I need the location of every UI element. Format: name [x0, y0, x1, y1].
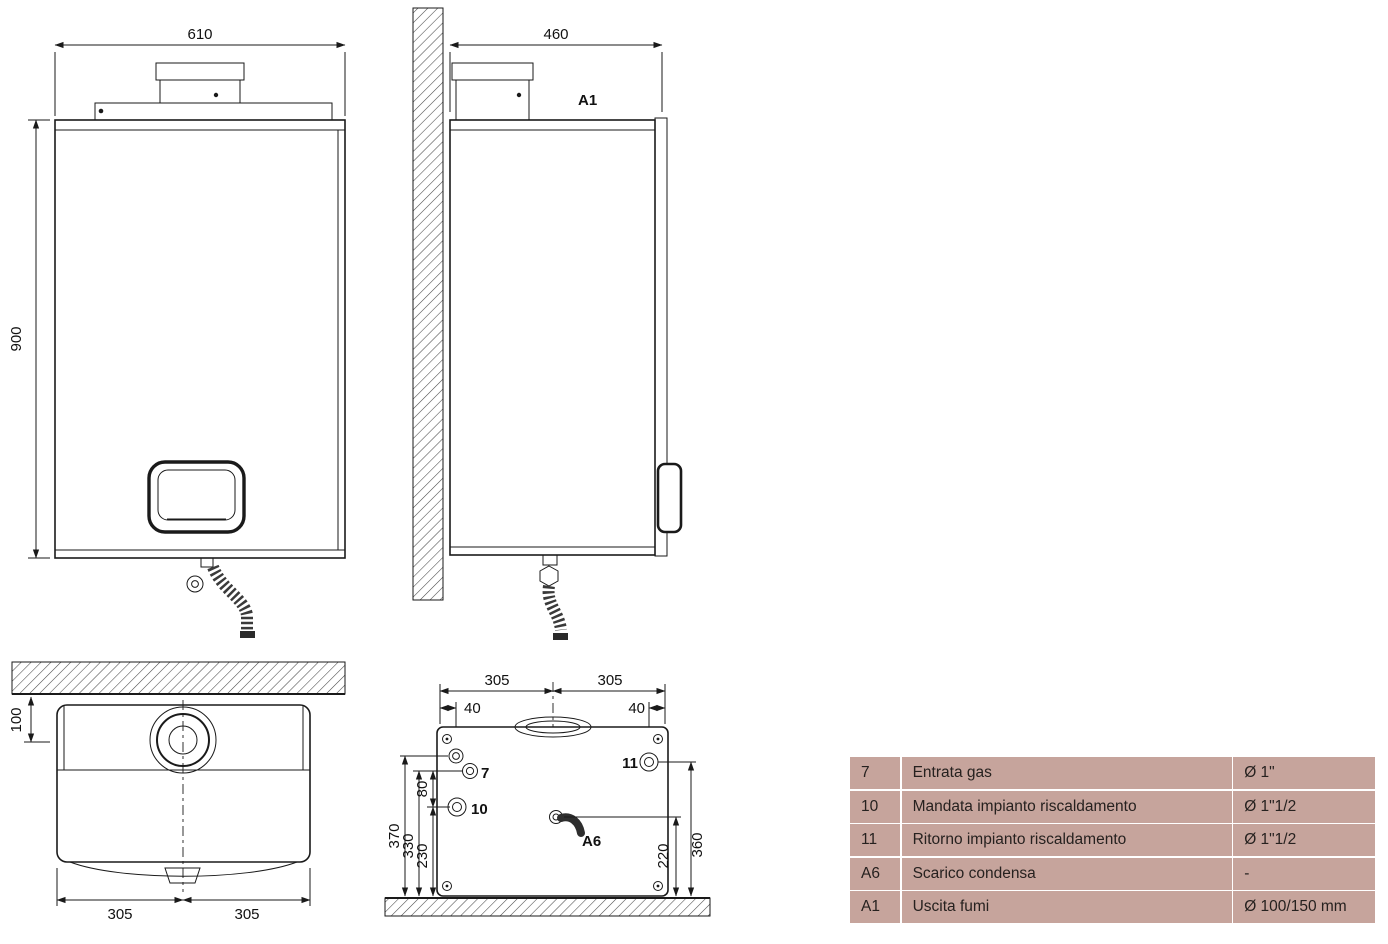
table-code: A6 — [850, 857, 900, 890]
table-code: A1 — [850, 891, 900, 924]
floor-band — [384, 897, 711, 917]
return-connection-label: 11 — [622, 755, 638, 772]
conn-305-left-label: 305 — [484, 672, 509, 689]
conn-left-dimensions: 370 330 80 230 — [386, 755, 462, 897]
hose-end-front — [240, 631, 255, 638]
wall-section — [412, 7, 444, 601]
bottom-view: 100 305 305 — [8, 661, 346, 923]
gas-connection — [448, 748, 478, 779]
control-display-side — [656, 462, 683, 534]
table-code: 11 — [850, 824, 900, 857]
control-display — [147, 460, 246, 534]
dim-230-label: 230 — [414, 843, 431, 868]
wall-clearance-dimension: 100 — [8, 696, 50, 743]
conn-right-dimensions: 220 360 — [564, 761, 706, 897]
connections-table: 7 Entrata gas Ø 1" 10 Mandata impianto r… — [850, 757, 1376, 924]
conn-40-right-label: 40 — [628, 700, 645, 717]
front-width-label: 610 — [187, 26, 212, 43]
table-code: 10 — [850, 790, 900, 823]
bottom-right-305-label: 305 — [234, 906, 259, 923]
hose-end-side — [553, 633, 568, 640]
dim-220-label: 220 — [655, 843, 672, 868]
flue-outlet-label: A1 — [578, 92, 597, 109]
bottom-drain-outlet — [164, 867, 201, 884]
side-depth-dimension: 460 — [449, 26, 663, 112]
bottom-left-305-label: 305 — [107, 906, 132, 923]
front-width-dimension: 610 — [54, 26, 346, 116]
condensate-hose-front — [207, 564, 253, 630]
front-height-dimension: 900 — [8, 119, 50, 559]
front-drain-assembly — [186, 557, 255, 638]
condensate-connection — [549, 810, 585, 837]
corner-screws — [442, 734, 663, 891]
boiler-side-body — [449, 117, 668, 557]
bracket-screw — [98, 108, 104, 114]
dim-360-label: 360 — [689, 832, 706, 857]
flow-connection-label: 10 — [471, 801, 488, 818]
side-depth-label: 460 — [543, 26, 568, 43]
table-description: Entrata gas — [901, 757, 1232, 789]
table-description: Scarico condensa — [901, 857, 1232, 890]
gas-connection-label: 7 — [481, 765, 489, 782]
table-description: Uscita fumi — [901, 891, 1232, 924]
conn-flue-oval — [514, 716, 592, 738]
conn-40-left-label: 40 — [464, 700, 481, 717]
condensate-label: A6 — [582, 833, 601, 850]
condensate-hose-side — [542, 585, 567, 632]
conn-305-right-label: 305 — [597, 672, 622, 689]
drain-nut — [539, 565, 559, 587]
dim-330-label: 330 — [400, 833, 417, 858]
table-code: 7 — [850, 757, 900, 789]
table-size: Ø 1"1/2 — [1233, 790, 1376, 823]
dim-370-label: 370 — [386, 823, 403, 848]
table-size: Ø 100/150 mm — [1233, 891, 1376, 924]
wall-band-bottom-view — [11, 661, 346, 695]
table-description: Ritorno impianto riscaldamento — [901, 824, 1232, 857]
table-size: Ø 1"1/2 — [1233, 824, 1376, 857]
dim-80-label: 80 — [414, 781, 431, 798]
table-description: Mandata impianto riscaldamento — [901, 790, 1232, 823]
table-size: Ø 1" — [1233, 757, 1376, 789]
flue-collar-front — [155, 62, 245, 104]
side-view: 460 A1 — [412, 7, 683, 640]
flue-collar-side — [451, 62, 534, 121]
side-drain-assembly — [539, 554, 568, 640]
connections-view: 305 305 40 40 — [384, 672, 711, 917]
wall-clearance-label: 100 — [8, 707, 25, 732]
mounting-bracket — [94, 102, 333, 121]
front-height-label: 900 — [8, 326, 25, 351]
front-view: 610 900 — [8, 26, 346, 638]
bottom-width-dimensions: 305 305 — [56, 868, 311, 923]
table-size: - — [1233, 857, 1376, 890]
boiler-bottom-body — [56, 704, 311, 884]
drain-valve — [186, 575, 204, 593]
